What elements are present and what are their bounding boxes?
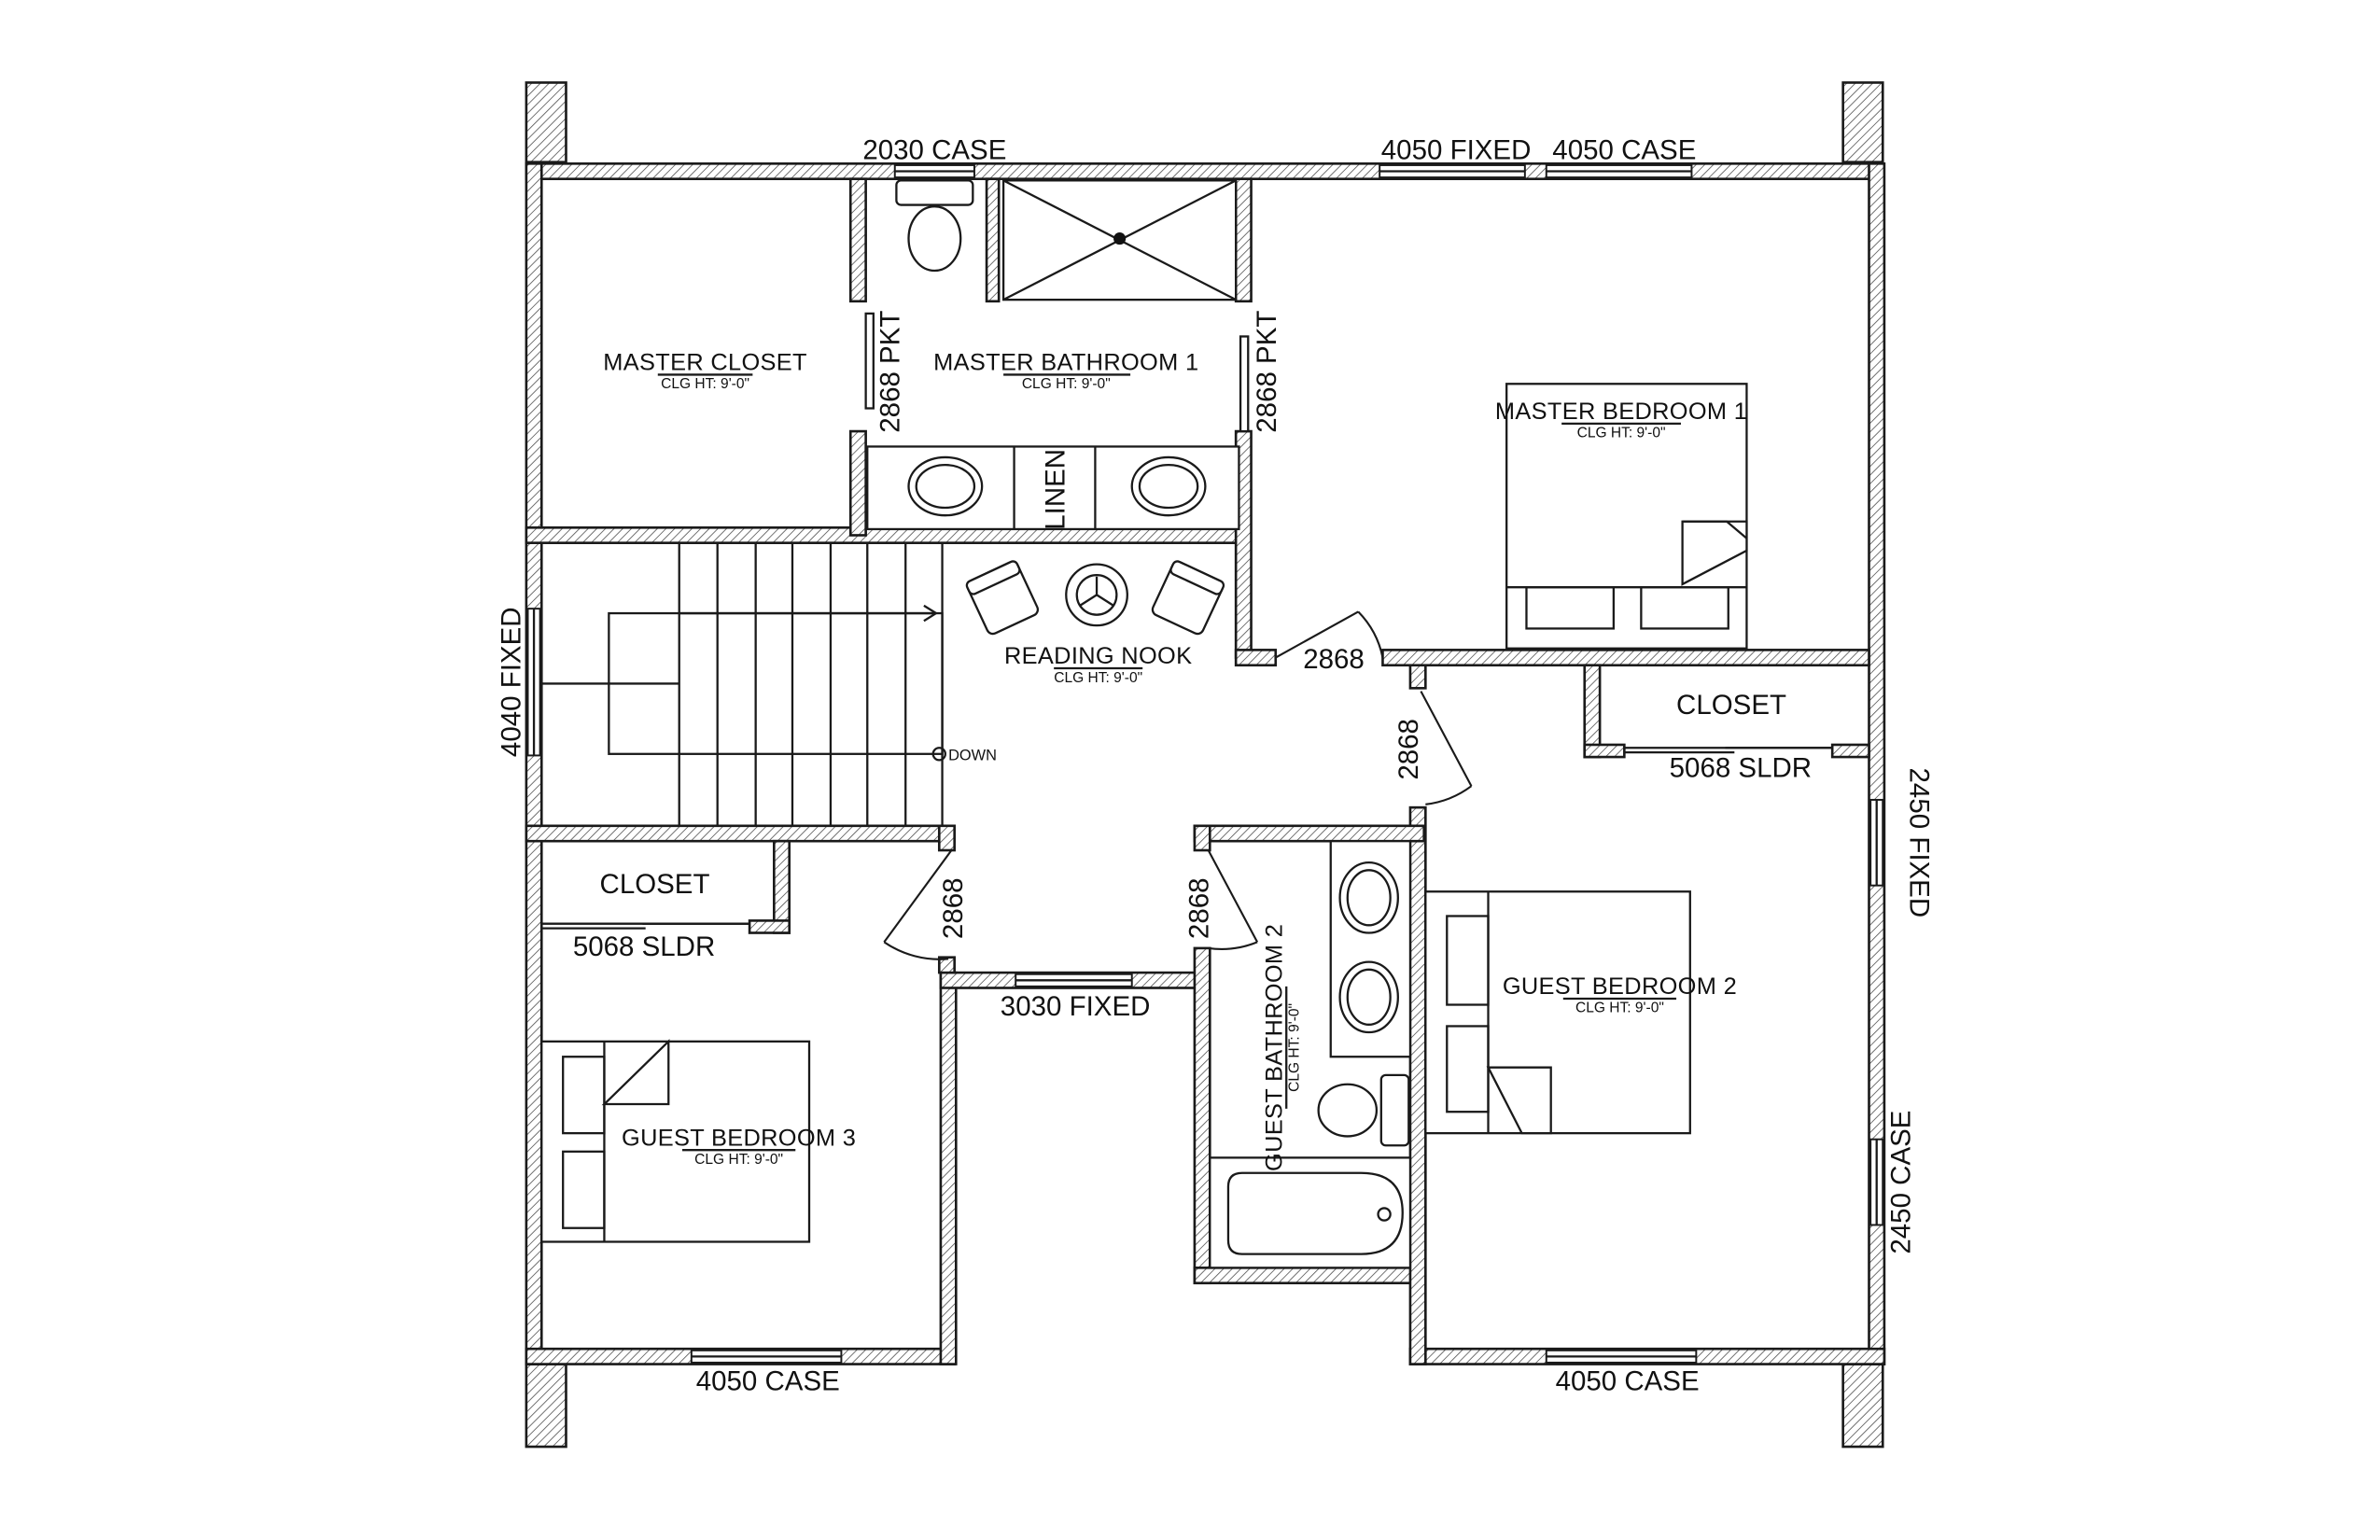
doors <box>541 312 1833 960</box>
clg-master-closet: CLG HT: 9'-0" <box>661 376 749 392</box>
wall-mcloset-bottom-r <box>1830 743 1870 759</box>
wall-closet-right <box>848 177 867 303</box>
label-master-closet: MASTER CLOSET <box>603 350 807 376</box>
wall-gbath-top-stub <box>1193 824 1211 852</box>
label-closet-left: CLOSET <box>600 869 710 900</box>
wall-guest2-left <box>1408 805 1427 1365</box>
wall-hall-stub <box>937 956 956 974</box>
label-closet-right: CLOSET <box>1676 690 1786 721</box>
clg-master-bedroom: CLG HT: 9'-0" <box>1577 426 1666 441</box>
bed-guest-2 <box>1424 890 1691 1135</box>
tag-pocket-door-right: 2868 PKT <box>1252 311 1282 433</box>
room-labels: MASTER CLOSET CLG HT: 9'-0" MASTER BATHR… <box>600 350 1786 1171</box>
wall-bath-right <box>1234 177 1253 303</box>
door-guest2-entry <box>1420 691 1473 805</box>
fixtures <box>540 179 1748 1269</box>
pocket-door-right <box>1239 335 1250 433</box>
tag-window-left-fixed: 4040 FIXED <box>496 607 526 757</box>
windows <box>526 163 1884 1364</box>
toilet-guest <box>1317 1073 1410 1147</box>
tag-window-bottom-right: 4050 CASE <box>1556 1365 1700 1396</box>
tag-window-right-case: 2450 CASE <box>1886 1111 1917 1254</box>
wall-gbath-left <box>1193 946 1211 1285</box>
wall-gbath-bottom <box>1193 1267 1426 1285</box>
tag-pocket-door-left: 2868 PKT <box>875 311 906 433</box>
wall-shower-partition <box>985 177 1001 303</box>
door-guest3-entry <box>883 849 953 960</box>
shower-master <box>1001 179 1238 301</box>
wall-mcloset-bottom-l <box>1583 743 1626 759</box>
clg-reading-nook: CLG HT: 9'-0" <box>1054 670 1142 686</box>
tag-door-master-entry: 2868 <box>1303 644 1365 675</box>
door-gbath-entry <box>1207 849 1259 950</box>
label-guest-bedroom-3: GUEST BEDROOM 3 <box>622 1125 856 1151</box>
label-reading-nook: READING NOOK <box>1004 643 1192 669</box>
label-linen: LINEN <box>1041 449 1071 530</box>
wall-g3closet-right <box>773 839 791 934</box>
wall-closet-right-low <box>848 429 867 537</box>
tag-window-top-fixed: 4050 FIXED <box>1381 134 1532 165</box>
tag-stairs-down: DOWN <box>948 747 997 763</box>
wall-master-bottom <box>1381 649 1870 667</box>
tags: 2030 CASE 4050 FIXED 4050 CASE 4040 FIXE… <box>496 134 1934 1396</box>
clg-guest-bedroom-2: CLG HT: 9'-0" <box>1575 1001 1664 1016</box>
tag-window-hall-fixed: 3030 FIXED <box>1001 991 1151 1022</box>
tag-door-guest2-entry: 2868 <box>1393 719 1424 780</box>
bed-master <box>1505 383 1748 650</box>
wall-stair-bottom-stub <box>937 824 956 852</box>
tag-slider-right: 5068 SLDR <box>1670 752 1812 783</box>
bed-guest-3 <box>540 1039 811 1243</box>
wall-g3closet-bottom <box>748 919 791 934</box>
vanity-guest <box>1329 840 1412 1058</box>
wall-guest3-right <box>939 971 958 1365</box>
staircase <box>541 542 946 826</box>
tag-window-bottom-left: 4050 CASE <box>696 1365 840 1396</box>
label-master-bedroom: MASTER BEDROOM 1 <box>1495 399 1747 425</box>
tag-door-guest3-entry: 2868 <box>938 877 969 939</box>
tag-window-top-bath: 2030 CASE <box>862 134 1006 165</box>
wall-mcloset-left <box>1583 664 1602 759</box>
clg-master-bathroom: CLG HT: 9'-0" <box>1022 376 1111 392</box>
wall-bath-stub <box>1234 649 1278 667</box>
bathtub-guest <box>1209 1156 1412 1269</box>
pilaster-bottom-left <box>525 1363 567 1449</box>
pocket-door-left <box>864 312 875 410</box>
pilaster-top-left <box>525 81 567 163</box>
wall-gbath-top <box>1193 824 1426 843</box>
reading-nook-furniture <box>965 560 1225 636</box>
clg-guest-bedroom-3: CLG HT: 9'-0" <box>694 1152 783 1168</box>
walls <box>525 81 1886 1449</box>
tag-door-gbath-entry: 2868 <box>1184 877 1215 939</box>
label-guest-bedroom-2: GUEST BEDROOM 2 <box>1503 973 1737 1000</box>
vanity-master <box>866 445 1240 531</box>
door-master-entry <box>1275 610 1384 659</box>
tag-window-top-case: 4050 CASE <box>1552 134 1696 165</box>
wall-stair-bottom <box>525 824 956 843</box>
tag-window-right-fixed: 2450 FIXED <box>1904 768 1935 918</box>
label-guest-bathroom: GUEST BATHROOM 2 <box>1261 924 1287 1171</box>
clg-guest-bathroom: CLG HT: 9'-0" <box>1286 1003 1302 1092</box>
label-master-bathroom: MASTER BATHROOM 1 <box>933 350 1198 376</box>
tag-slider-left: 5068 SLDR <box>573 931 715 962</box>
pilaster-bottom-right <box>1841 1363 1884 1449</box>
pilaster-top-right <box>1841 81 1884 163</box>
wall-left <box>525 162 543 1365</box>
toilet-master <box>895 179 974 273</box>
slider-left <box>541 922 750 930</box>
slider-right <box>1624 747 1833 754</box>
